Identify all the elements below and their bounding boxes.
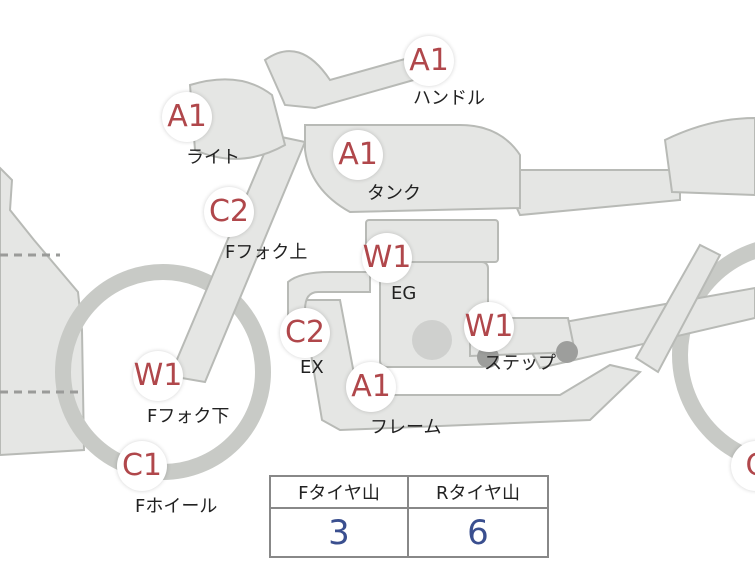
seat-shape bbox=[663, 116, 755, 197]
frame-label: フレーム bbox=[370, 417, 442, 438]
step-badge: W1 bbox=[464, 302, 514, 352]
exhaust-label: EX bbox=[300, 357, 324, 378]
tire-tread-table: Fタイヤ山 Rタイヤ山 3 6 bbox=[269, 475, 549, 558]
fork-lower-label: Fフォク下 bbox=[147, 406, 230, 427]
rear-tire-value: 6 bbox=[467, 512, 489, 553]
wheel-front-badge: C1 bbox=[117, 441, 167, 491]
headlight-shape bbox=[188, 78, 287, 160]
engine-label: EG bbox=[391, 283, 417, 304]
tank-label: タンク bbox=[367, 183, 421, 204]
handle-badge: A1 bbox=[404, 36, 454, 86]
step-label: ステップ bbox=[484, 353, 556, 374]
light-label: ライト bbox=[186, 147, 240, 168]
handle-label: ハンドル bbox=[413, 88, 485, 109]
frame-badge: A1 bbox=[346, 362, 396, 412]
front-tire-value: 3 bbox=[271, 509, 409, 556]
fork-upper-label: Fフォク上 bbox=[225, 242, 308, 263]
step-peg-right bbox=[556, 341, 578, 363]
rear-wheel-shape bbox=[672, 242, 755, 468]
rear-frame-shape bbox=[498, 169, 681, 217]
wheel-front-label: Fホイール bbox=[135, 496, 218, 517]
engine-sprocket-shape bbox=[412, 320, 452, 360]
light-badge: A1 bbox=[162, 92, 212, 142]
fork-lower-badge: W1 bbox=[133, 351, 183, 401]
tank-badge: A1 bbox=[333, 130, 383, 180]
fork-upper-badge: C2 bbox=[204, 187, 254, 237]
front-tire-header: Fタイヤ山 bbox=[271, 477, 409, 509]
engine-badge: W1 bbox=[362, 233, 412, 283]
rear-shock-shape bbox=[634, 243, 722, 374]
fork-shape bbox=[168, 133, 307, 384]
rear-tire-header: Rタイヤ山 bbox=[409, 477, 547, 509]
exhaust-badge: C2 bbox=[280, 308, 330, 358]
